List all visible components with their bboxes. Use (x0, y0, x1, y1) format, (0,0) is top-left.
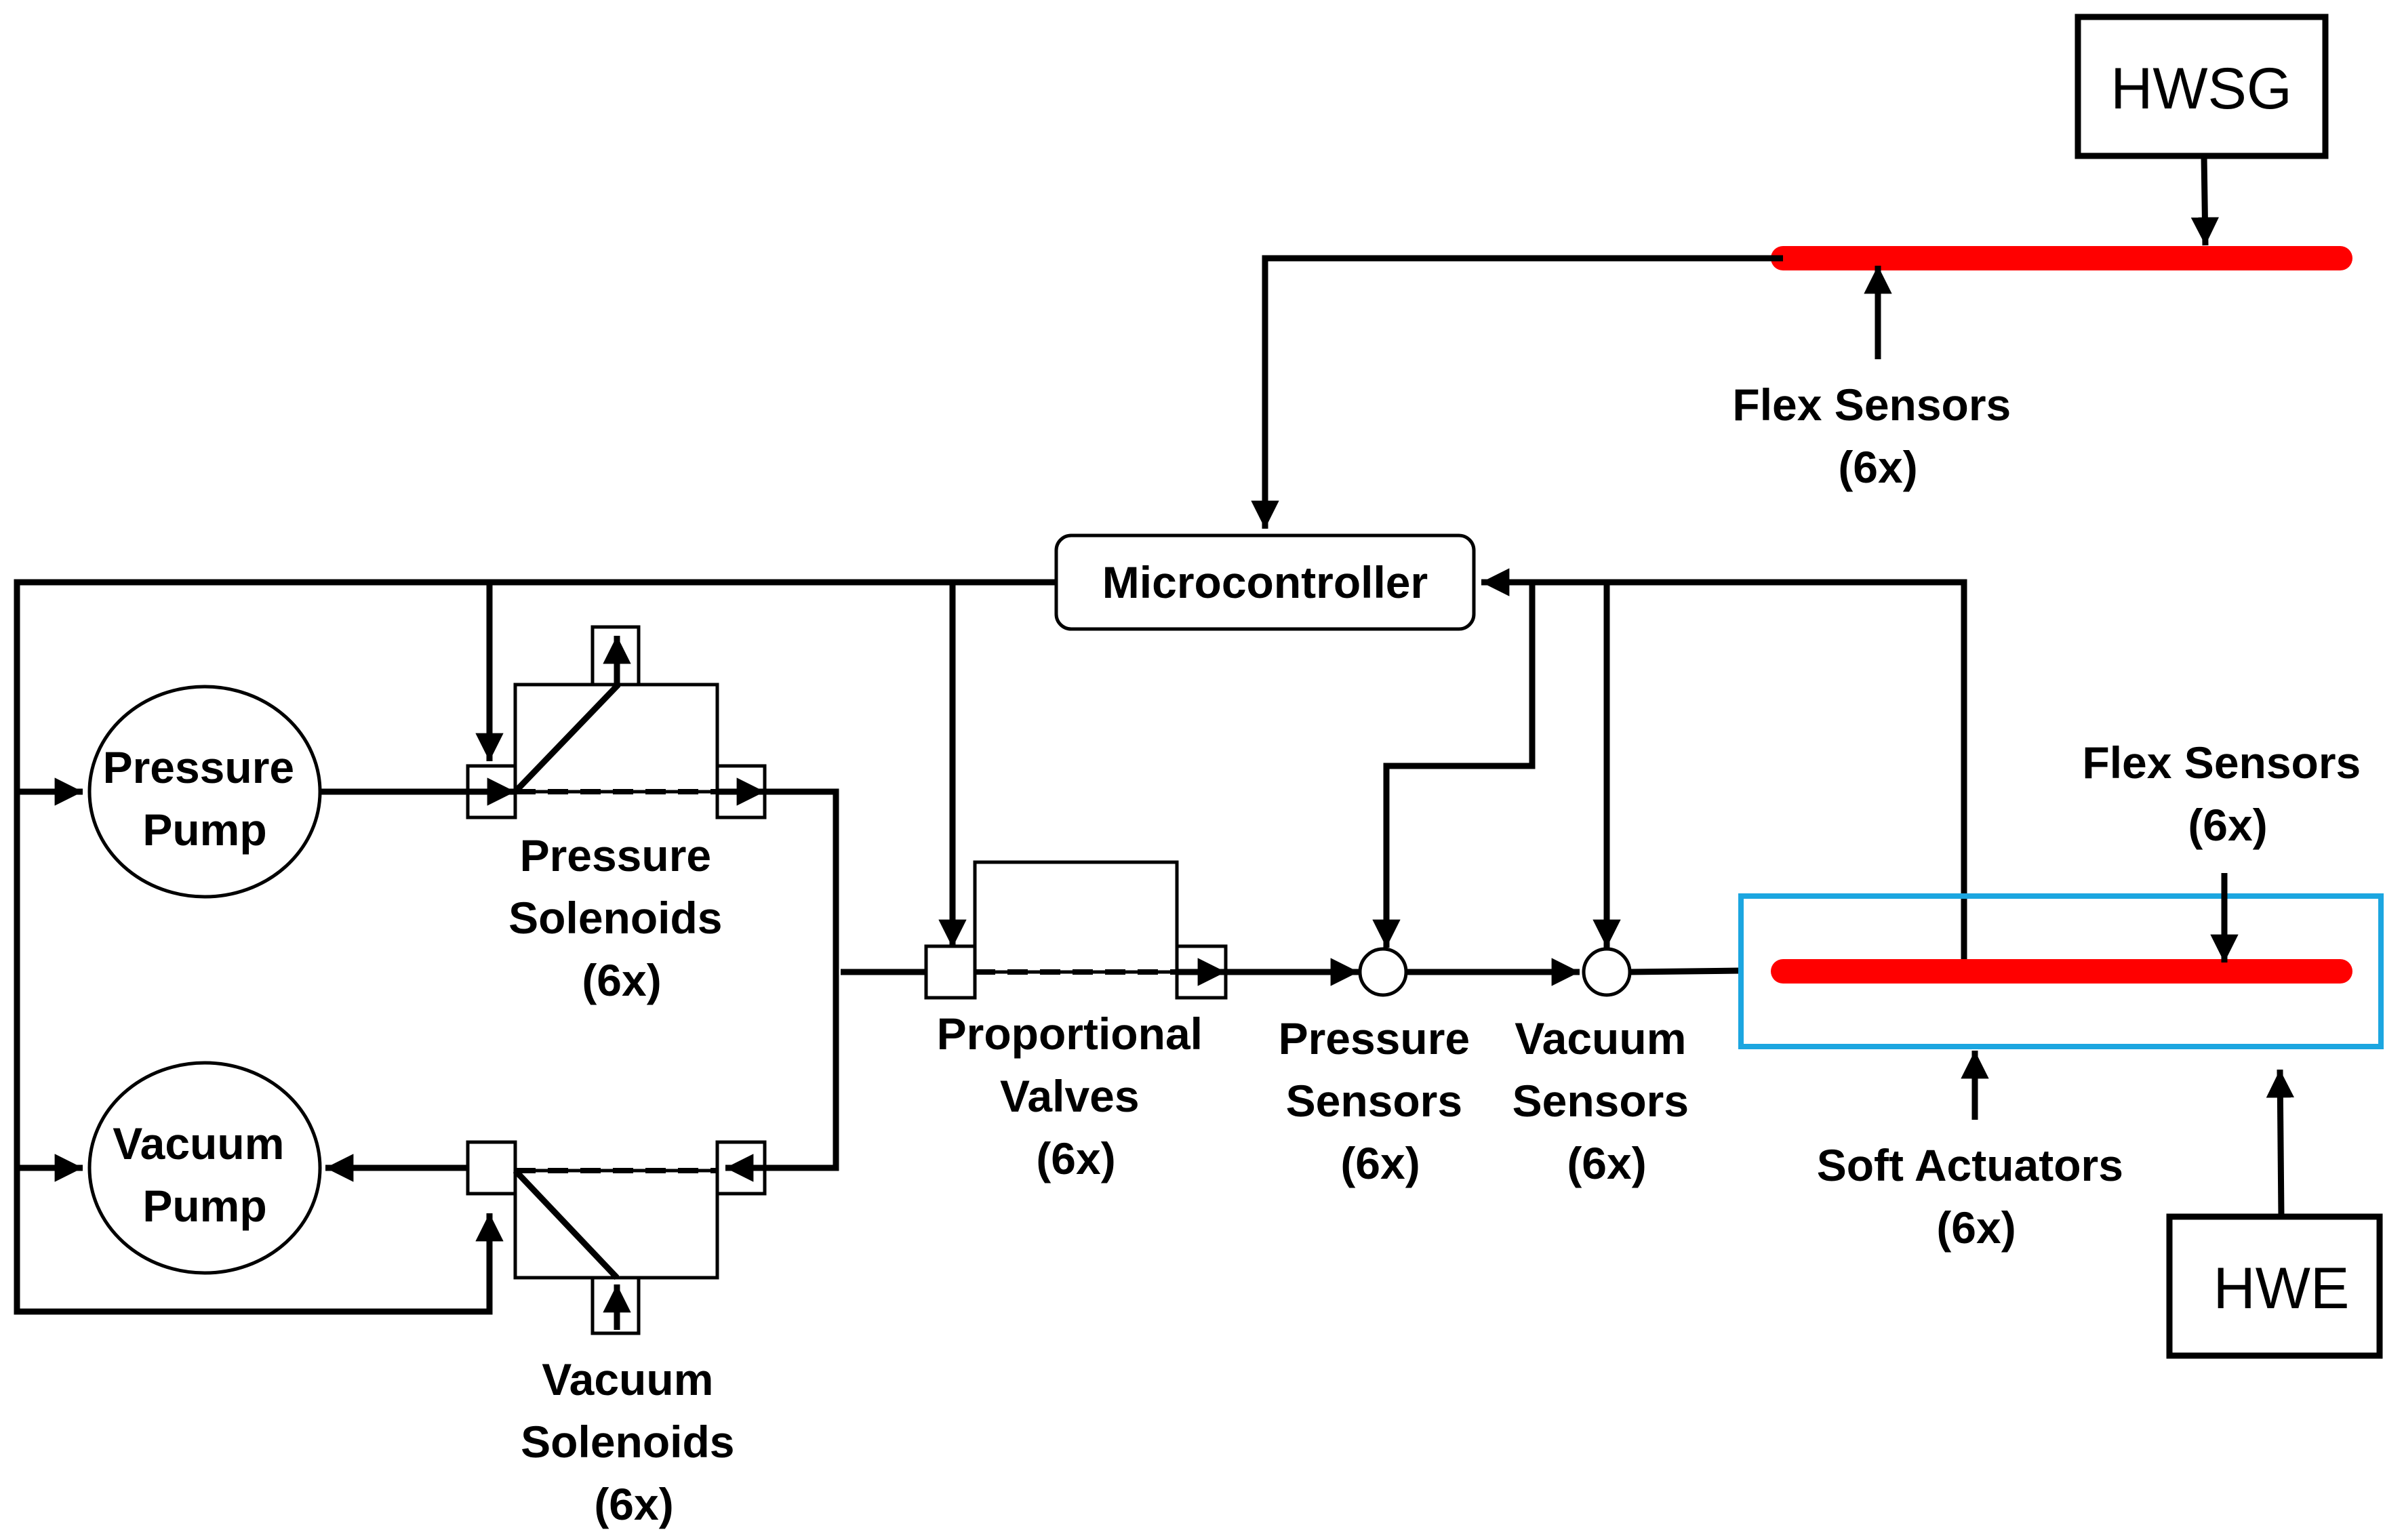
control-bus-left (14, 579, 1056, 1315)
hwe-block: HWE (2166, 1213, 2383, 1359)
manifold-return-line (725, 788, 839, 1182)
vacuum-pump-label: Vacuum Pump (113, 1118, 296, 1231)
microcontroller-block: Microcontroller (1054, 533, 1476, 631)
actuator-enclosure (1738, 893, 2384, 1049)
hwe-to-actuator-arrow (2266, 1069, 2295, 1217)
pressure-pump-label: Pressure Pump (103, 742, 307, 855)
vacuum-solenoids-label: Vacuum Solenoids (6x) (521, 1354, 747, 1529)
actuator-feedback-line (1481, 568, 1967, 965)
flex-to-microcontroller-line (1251, 255, 1783, 529)
vacuum-sensor-node (1582, 947, 1632, 997)
soft-actuators-label: Soft Actuators (6x) (1817, 1140, 2136, 1253)
pressure-solenoids-label: Pressure Solenoids (6x) (508, 830, 735, 1005)
pressure-pump: Pressure Pump (87, 685, 322, 899)
vacuum-solenoid-valve (466, 1140, 767, 1335)
hwe-label: HWE (2213, 1256, 2350, 1321)
microcontroller-label: Microcontroller (1102, 557, 1428, 607)
hwsg-label: HWSG (2110, 56, 2292, 121)
pressure-solenoid-valve (466, 625, 767, 819)
proportional-valves-label: Proportional Valves (6x) (937, 1009, 1216, 1183)
hwsg-to-flex-arrow (2190, 155, 2220, 246)
flex-sensors-top-label: Flex Sensors (6x) (1732, 380, 2023, 492)
flex-sensors-right-label: Flex Sensors (6x) (2082, 737, 2373, 850)
vacuum-sensors-label: Vacuum Sensors (6x) (1512, 1013, 1702, 1188)
pressure-sensors-label: Pressure Sensors (6x) (1279, 1013, 1483, 1188)
proportional-valve (924, 860, 1228, 1000)
vacuum-pump: Vacuum Pump (87, 1061, 322, 1275)
pressure-sensor-node (1358, 947, 1408, 997)
control-to-pressure-sensor (1372, 582, 1536, 948)
sensor-to-actuator-line (1629, 967, 1742, 975)
hwsg-block: HWSG (2075, 14, 2329, 159)
